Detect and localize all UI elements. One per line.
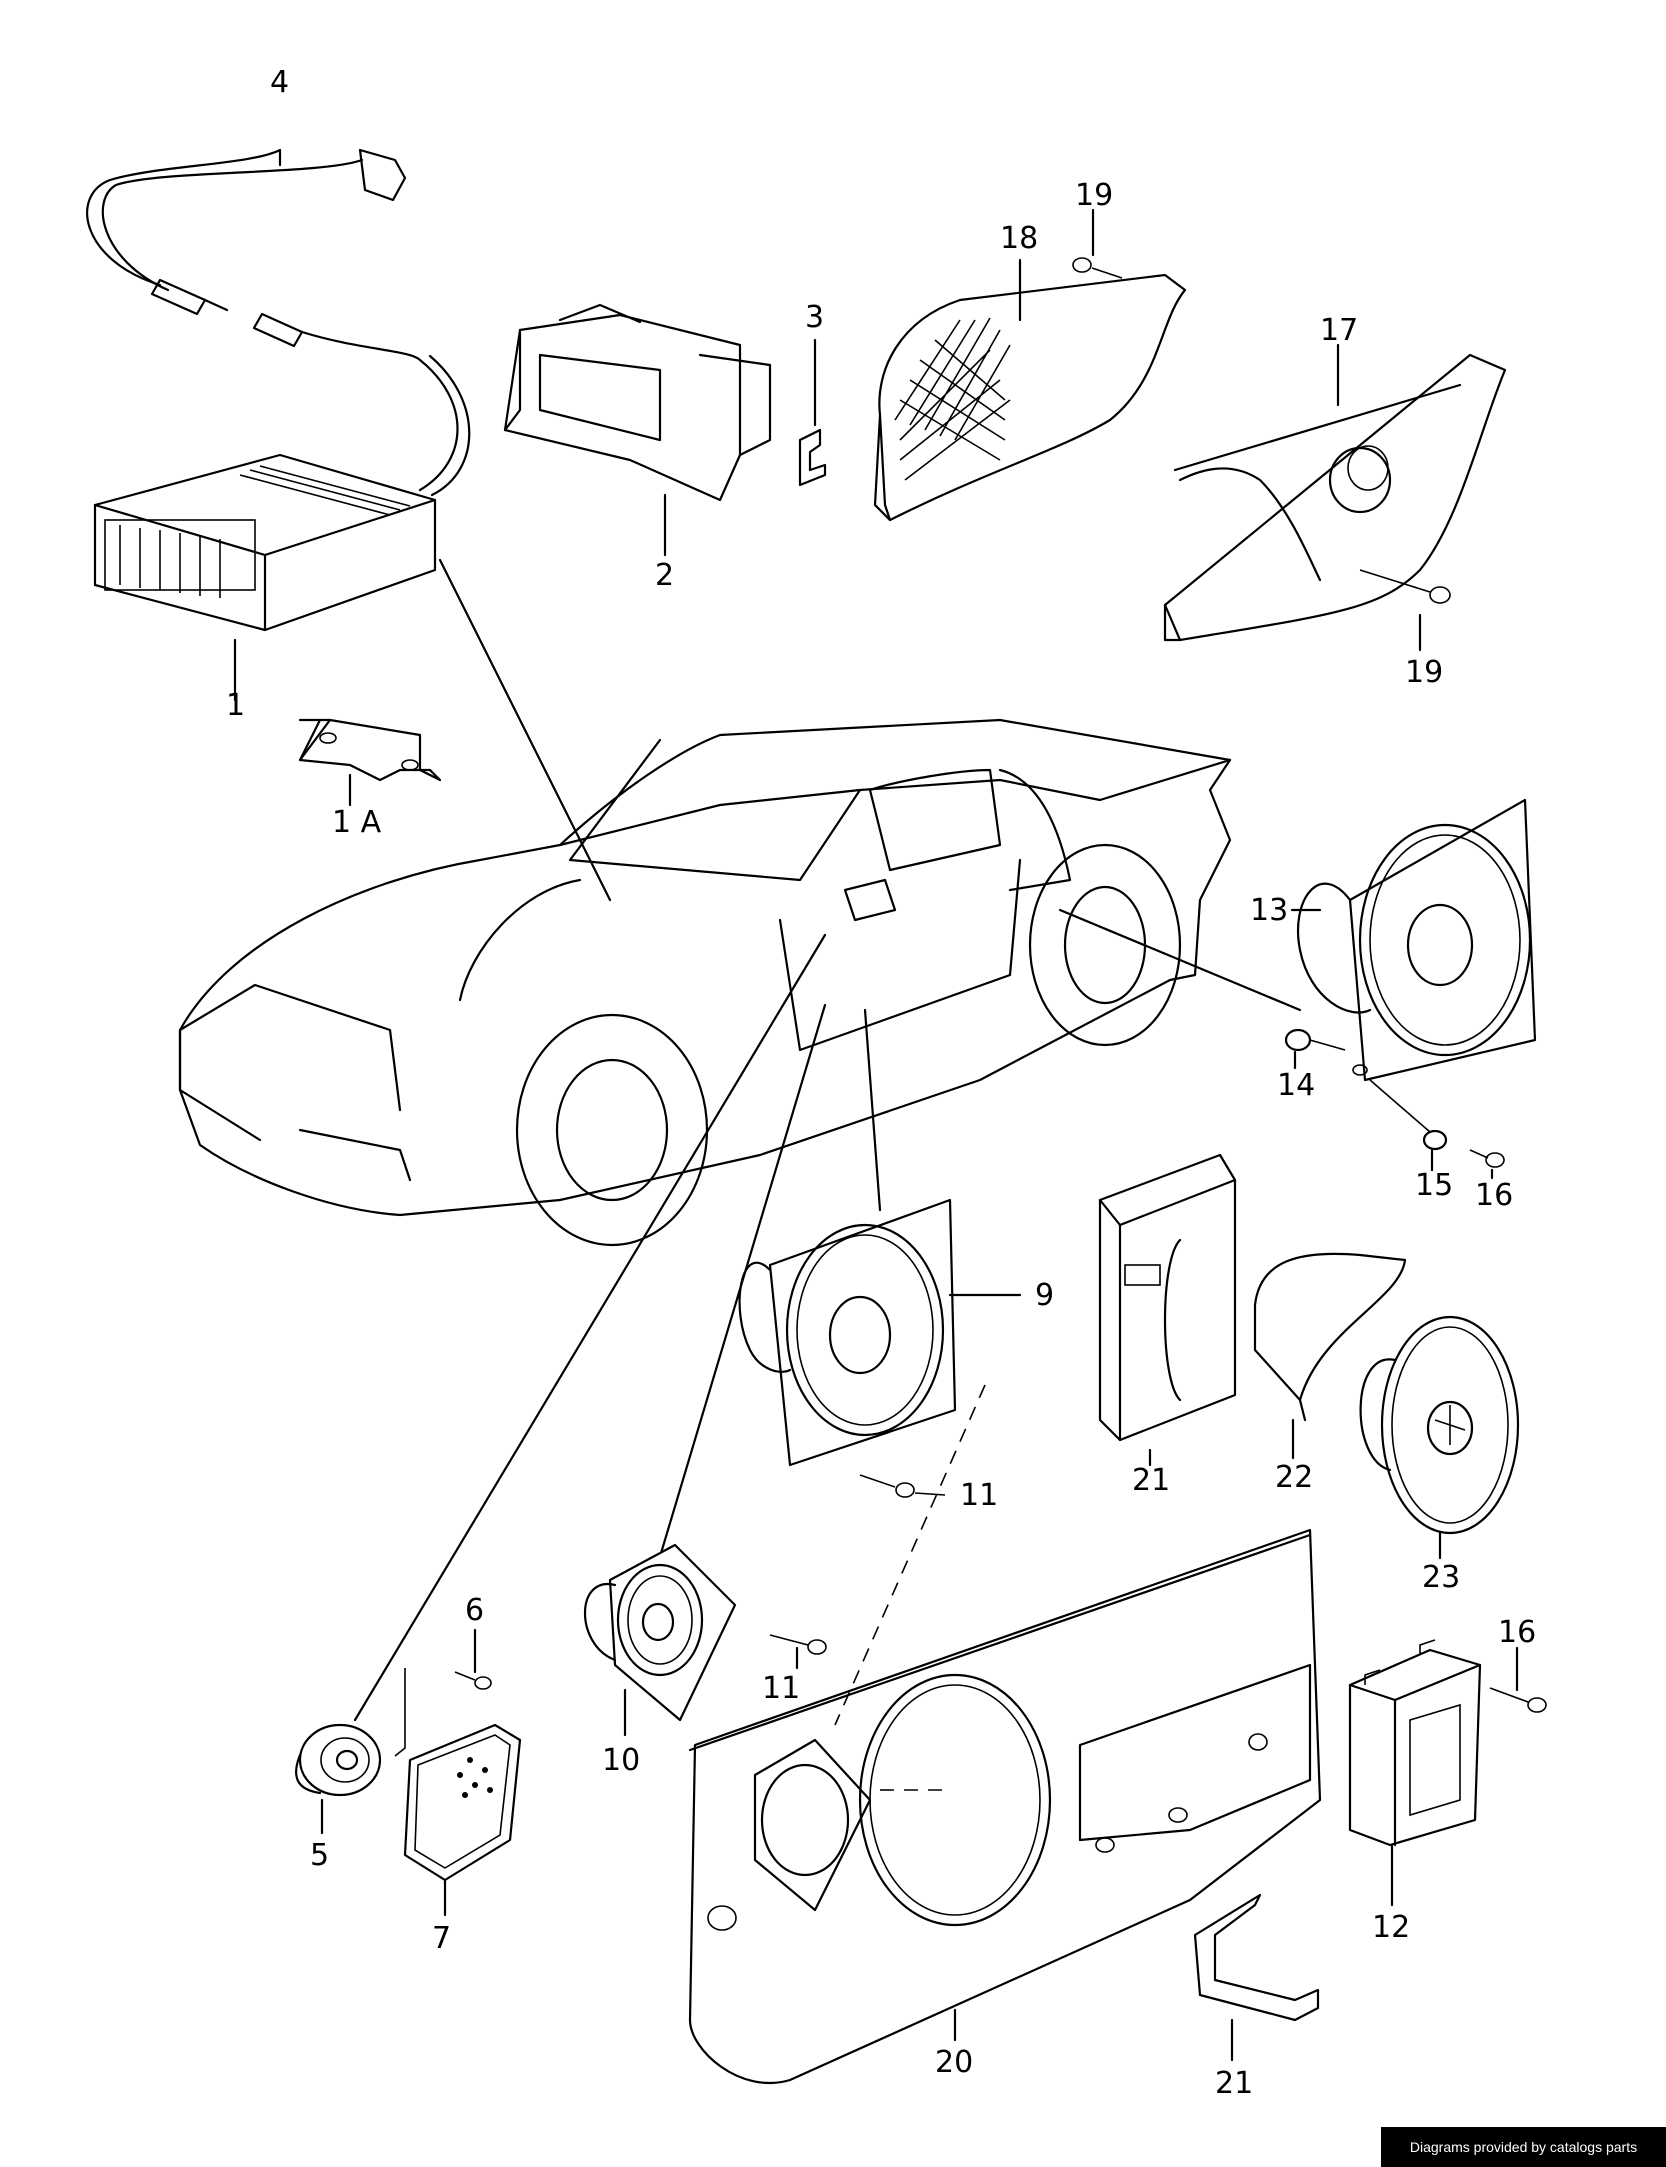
- label-part-21: 21: [1215, 2066, 1253, 2101]
- label-part-21: 21: [1132, 1463, 1170, 1498]
- label-part-3: 3: [805, 300, 824, 335]
- label-part-7: 7: [432, 1921, 451, 1956]
- screw: [859, 1474, 946, 1498]
- washer: [1369, 1079, 1448, 1151]
- label-part-16: 16: [1498, 1615, 1536, 1650]
- label-part-22: 22: [1275, 1460, 1313, 1495]
- grommet: [1284, 1028, 1346, 1052]
- speaker-baffle: [1253, 1252, 1407, 1422]
- small-speaker: [584, 1543, 737, 1722]
- label-part-6: 6: [465, 1593, 484, 1628]
- door-panel: [688, 1528, 1322, 2085]
- label-part-5: 5: [310, 1838, 329, 1873]
- label-part-18: 18: [1000, 221, 1038, 256]
- label-part-16: 16: [1475, 1178, 1513, 1213]
- label-part-4: 4: [270, 65, 289, 100]
- diagram-credit: Diagrams provided by catalogs parts: [1381, 2127, 1666, 2167]
- tweeter-grille: [403, 1723, 522, 1882]
- antenna-cable: [86, 148, 471, 497]
- amplifier: [1348, 1639, 1482, 1847]
- screw: [1489, 1687, 1547, 1713]
- label-part-23: 23: [1422, 1560, 1460, 1595]
- coaxial-speaker: [1359, 1315, 1520, 1535]
- label-part-19: 19: [1405, 655, 1443, 690]
- panel-bracket: [1193, 1893, 1320, 2022]
- label-part-9: 9: [1035, 1278, 1054, 1313]
- screw: [394, 1668, 492, 1757]
- radio-unit: [93, 453, 437, 632]
- label-part-2: 2: [655, 558, 674, 593]
- clip: [798, 428, 827, 487]
- label-part-20: 20: [935, 2045, 973, 2080]
- label-part-10: 10: [602, 1743, 640, 1778]
- tweeter: [294, 1723, 382, 1797]
- square-speaker: [738, 1198, 957, 1467]
- label-part-1: 1: [226, 688, 245, 723]
- label-part-13: 13: [1250, 893, 1288, 928]
- screw: [1359, 569, 1451, 604]
- label-part-1a: 1 A: [332, 805, 382, 840]
- screw: [1469, 1149, 1505, 1168]
- door-speaker: [1296, 798, 1537, 1082]
- mounting-bracket: [298, 718, 442, 782]
- screw: [769, 1634, 827, 1655]
- radio-frame: [503, 303, 772, 502]
- label-part-15: 15: [1415, 1168, 1453, 1203]
- label-part-11: 11: [960, 1478, 998, 1513]
- car-body: [178, 718, 1232, 1247]
- label-part-14: 14: [1277, 1068, 1315, 1103]
- label-part-19: 19: [1075, 178, 1113, 213]
- speaker-housing: [1163, 353, 1507, 642]
- label-part-12: 12: [1372, 1910, 1410, 1945]
- speaker-grille: [873, 273, 1187, 522]
- electronics-box: [1098, 1153, 1237, 1442]
- screw: [1072, 257, 1123, 279]
- label-part-11: 11: [762, 1671, 800, 1706]
- label-part-17: 17: [1320, 313, 1358, 348]
